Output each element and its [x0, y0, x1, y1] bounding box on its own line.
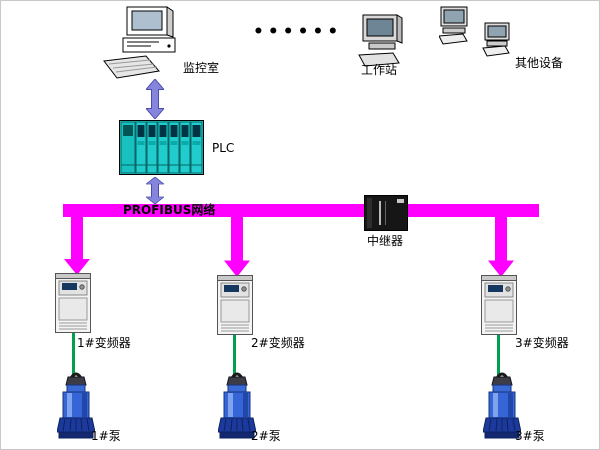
plc-icon	[119, 120, 204, 175]
down-arrow-icon	[64, 217, 90, 275]
inverter-1	[55, 273, 91, 333]
profibus-bus-label: PROFIBUS网络	[123, 203, 216, 217]
double-arrow-icon	[146, 79, 164, 119]
inverter-icon	[55, 273, 91, 333]
bus-drop-arrow-1	[64, 217, 90, 275]
inverter-2-label: 2#变频器	[251, 336, 305, 350]
bus-drop-arrow-3	[488, 217, 514, 277]
other-devices-label: 其他设备	[515, 56, 564, 70]
down-arrow-icon	[224, 217, 250, 277]
inverter-1-label: 1#变频器	[77, 336, 131, 350]
inverter-icon	[481, 275, 517, 335]
monitor-room-computer	[101, 5, 191, 83]
submersible-pump-icon	[57, 372, 95, 439]
pump-1	[57, 371, 95, 441]
inverter-2	[217, 275, 253, 335]
other-devices-icon	[439, 6, 510, 57]
arrow-computer-plc	[146, 79, 164, 119]
pump-link-1	[72, 333, 75, 377]
inverter-3-label: 3#变频器	[515, 336, 569, 350]
inverter-icon	[217, 275, 253, 335]
pump-link-3	[497, 335, 500, 377]
arrow-plc-bus	[146, 177, 164, 204]
workstation-computer-icon	[358, 14, 403, 67]
profibus-bus	[63, 204, 539, 217]
submersible-pump-icon	[218, 372, 256, 439]
double-arrow-icon	[146, 177, 164, 204]
monitor-room-label: 监控室	[183, 61, 220, 75]
ellipsis-dots: ••••••	[253, 22, 343, 42]
pump-1-label: 1#泵	[91, 429, 121, 443]
plc-label: PLC	[212, 141, 235, 155]
pump-3	[483, 371, 521, 441]
pump-3-label: 3#泵	[515, 429, 545, 443]
other-devices	[439, 5, 517, 61]
workstation-label: 工作站	[361, 63, 398, 77]
submersible-pump-icon	[483, 372, 521, 439]
workstation	[357, 13, 407, 71]
pump-2-label: 2#泵	[251, 429, 281, 443]
pump-2	[218, 371, 256, 441]
bus-drop-arrow-2	[224, 217, 250, 277]
repeater-icon	[364, 195, 408, 231]
plc-rack	[119, 120, 204, 175]
repeater	[364, 195, 408, 231]
repeater-label: 中继器	[367, 234, 404, 248]
inverter-3	[481, 275, 517, 335]
pump-link-2	[233, 335, 236, 377]
down-arrow-icon	[488, 217, 514, 277]
desktop-computer-icon	[103, 6, 176, 79]
